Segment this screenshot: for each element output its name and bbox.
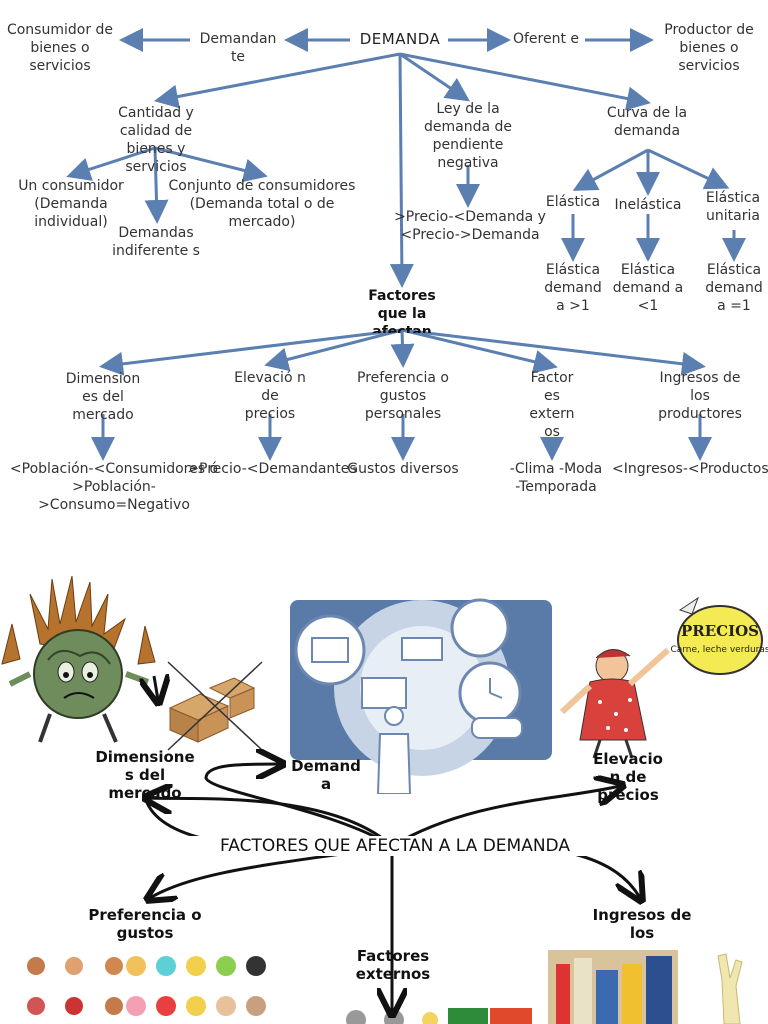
arrow-to-elevacion-b	[391, 786, 620, 848]
bottom-node-ingresos: Ingresos de los	[592, 906, 692, 942]
node-pref-detail: Gustos diversos	[347, 461, 459, 477]
node-dimensiones: Dimension es del mercado	[65, 371, 141, 423]
node-preferencia: Preferencia o gustos personales	[357, 370, 449, 422]
arrow-to-dimensiones	[99, 328, 403, 376]
arrow-to-preferencia	[390, 329, 415, 368]
node-elastica-gt1: Elástica demand a >1	[544, 262, 602, 314]
bottom-title: FACTORES QUE AFECTAN A LA DEMANDA	[180, 836, 610, 856]
node-inelastica: Inelástica	[614, 197, 682, 213]
price-sign-subtext: Carne, leche verduras	[670, 645, 768, 655]
arrow-to-ley	[399, 52, 470, 102]
arrow-to-demandas-indif	[144, 147, 169, 224]
node-ext-detail: -Clima -Moda -Temporada	[509, 461, 603, 495]
raised-hand-illustration	[717, 953, 743, 1024]
node-demanda-root: DEMANDA	[359, 30, 441, 48]
arrow-to-elevacion	[264, 328, 403, 372]
node-elastica: Elástica	[545, 194, 601, 210]
node-demandante: Demandan te	[199, 31, 277, 65]
arrow-to-demanda-b	[204, 764, 393, 848]
arrow-to-dimensiones-b	[148, 798, 394, 848]
node-factores-externos: Factor es extern os	[529, 370, 575, 440]
node-demandas-indiferentes: Demandas indiferente s	[112, 225, 200, 259]
bottom-node-preferencia: Preferencia o gustos	[88, 906, 202, 942]
arrow-to-factores	[389, 53, 414, 288]
node-un-consumidor: Un consumidor (Demanda individual)	[18, 178, 124, 230]
top-arrows-layer	[66, 28, 746, 461]
bottom-node-elevacion: Elevacio n de precios	[593, 750, 663, 804]
node-productor: Productor de bienes o servicios	[664, 22, 754, 74]
node-elev-detail: >Precio-<Demandantes	[187, 461, 357, 477]
demand-cycle-illustration	[290, 598, 552, 794]
node-ing-detail: <Ingresos-<Productos	[612, 461, 768, 477]
price-sign-text: PRECIOS	[681, 622, 759, 640]
arrow-to-ingresos	[401, 328, 706, 376]
arrow-to-conjunto	[154, 146, 268, 183]
node-ingresos: Ingresos de los productores	[658, 370, 742, 422]
arrow-to-elastica	[572, 148, 649, 191]
node-factores: Factores que la afectan	[368, 288, 436, 333]
node-ley: Ley de la demanda de pendiente negativa	[423, 101, 512, 171]
node-oferente: Oferent e	[512, 31, 580, 47]
node-curva: Curva de la demanda	[606, 105, 688, 139]
node-dim-detail: <Población-<Consumidores ó >Población->C…	[9, 461, 219, 513]
node-elevacion: Elevació n de precios	[234, 370, 306, 422]
node-ley-detail: >Precio-<Demanda y <Precio->Demanda	[394, 209, 546, 243]
node-elastica-eq1: Elástica demand a =1	[705, 262, 763, 314]
globe-character-illustration	[1, 575, 156, 743]
node-conjunto: Conjunto de consumidores (Demanda total …	[168, 178, 356, 230]
bottom-node-demanda: Demand a	[291, 757, 361, 793]
gustos-emoji-illustration	[27, 956, 266, 1016]
arrow-to-cantidad	[154, 52, 401, 109]
node-consumidor: Consumidor de bienes o servicios	[6, 22, 114, 74]
crossed-boxes-illustration	[167, 661, 263, 751]
price-rise-illustration: PRECIOS Carne, leche verduras	[560, 596, 768, 759]
bottom-node-factores-externos: Factores externos	[355, 947, 431, 983]
arrow-to-unitaria	[647, 148, 730, 190]
node-cantidad: Cantidad y calidad de bienes y servicios	[118, 105, 194, 175]
arrow-to-factores-ext	[401, 328, 558, 374]
arrow-globe-to-boxes	[154, 676, 158, 700]
node-elastica-lt1: Elástica demand a <1	[612, 262, 684, 314]
arrow-to-curva	[399, 52, 651, 111]
products-illustration	[548, 950, 678, 1024]
arrow-to-un-consumidor	[66, 146, 156, 181]
node-elastica-unitaria: Elástica unitaria	[705, 190, 761, 224]
bottom-node-dimensiones: Dimensione s del mercado	[95, 748, 195, 802]
